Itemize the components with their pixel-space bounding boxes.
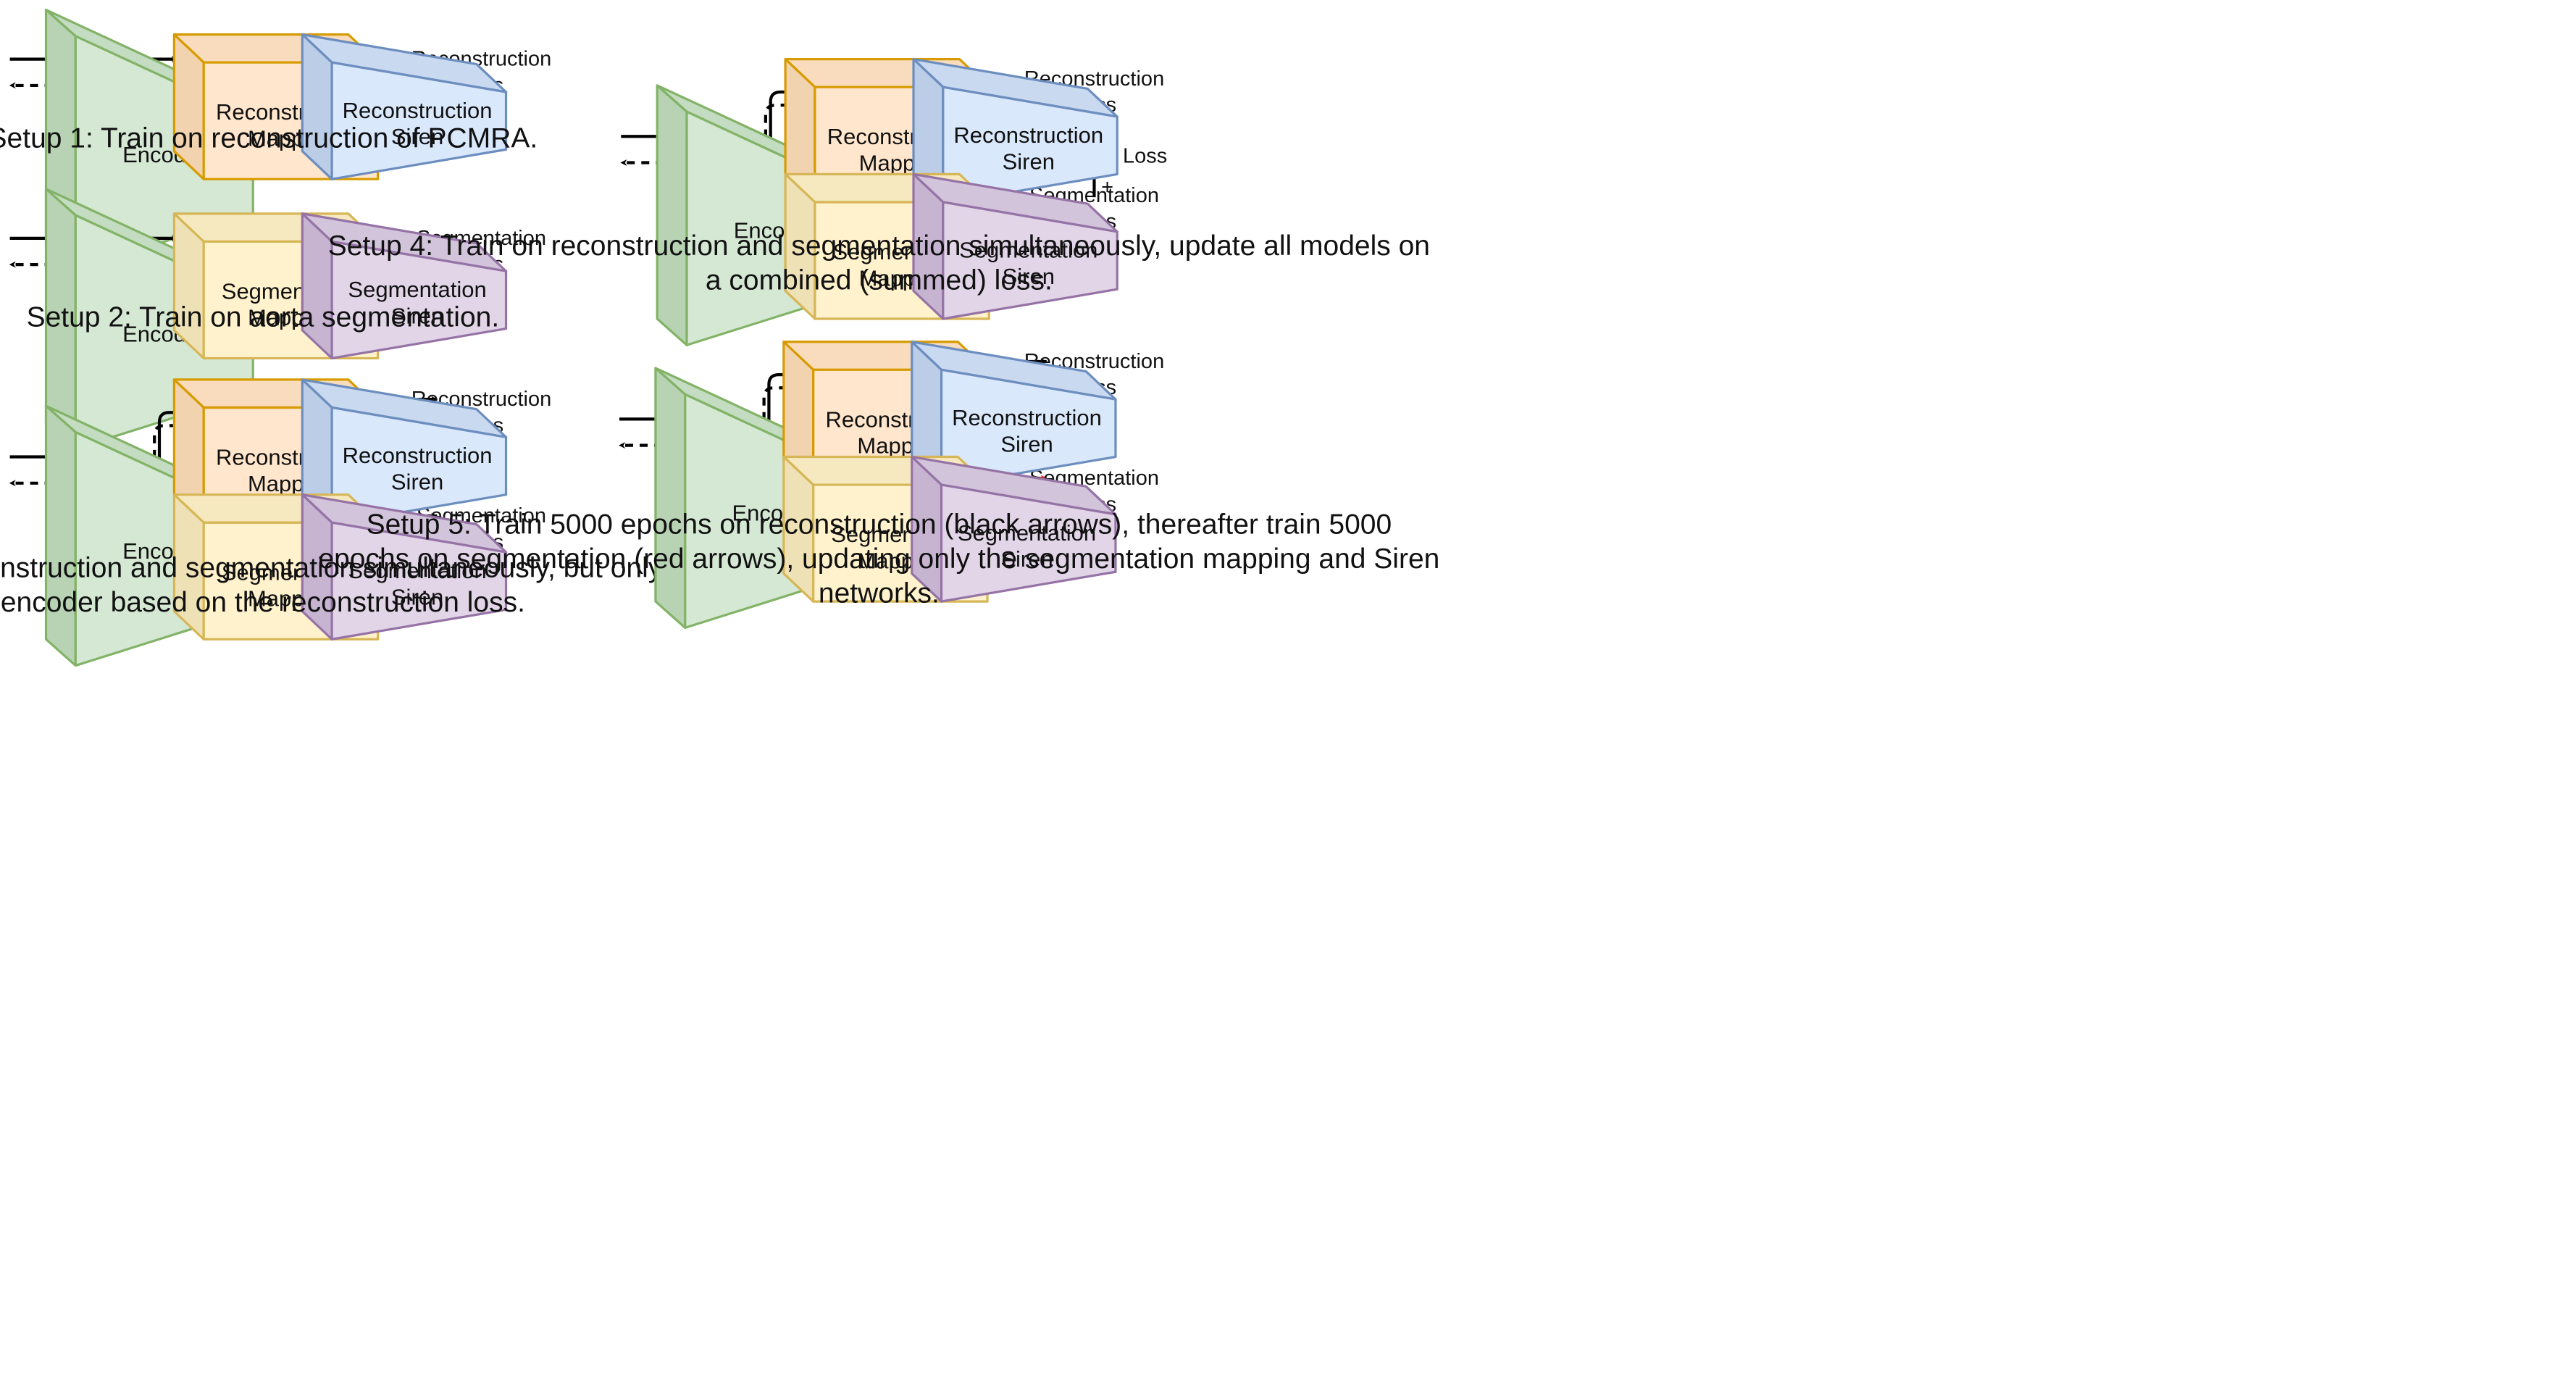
setup1-caption: Setup 1: Train on reconstruction of PCMR…	[0, 122, 538, 154]
plus-sign: +	[1101, 176, 1113, 199]
siren-front-face	[942, 85, 1118, 205]
siren-front-face	[330, 240, 508, 360]
siren-front-face	[940, 483, 1117, 603]
setup4-caption: Setup 4: Train on reconstruction and seg…	[328, 230, 1430, 296]
siren-front-face	[330, 521, 508, 641]
siren-front-face	[942, 201, 1118, 320]
setup2-caption: Setup 2: Train on aorta segmentation.	[27, 301, 500, 333]
encoder-side-face	[44, 404, 77, 667]
encoder-side-face	[656, 84, 688, 346]
setup5-caption: Setup 5: Train 5000 epochs on reconstruc…	[318, 509, 1439, 609]
siren-front-face	[330, 61, 508, 180]
encoder-side-face	[654, 367, 687, 629]
siren-front-face	[940, 368, 1117, 488]
siren-front-face	[330, 406, 508, 526]
